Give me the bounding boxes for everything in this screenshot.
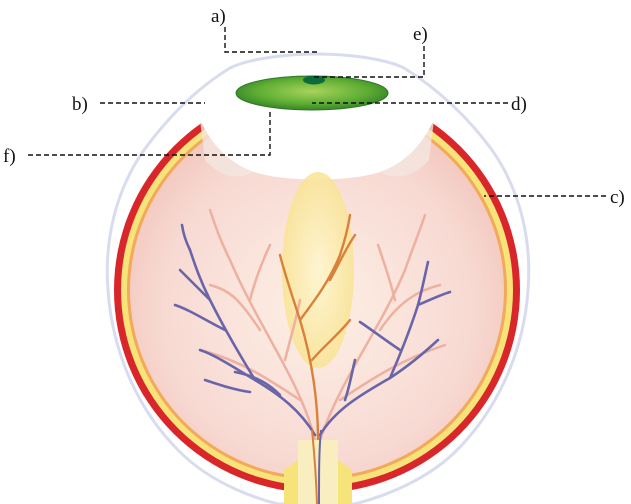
label-b: b) xyxy=(72,94,88,115)
lens xyxy=(282,172,354,368)
label-a: a) xyxy=(211,6,226,27)
label-e: e) xyxy=(413,24,428,45)
label-c: c) xyxy=(610,187,625,208)
iris-group xyxy=(236,76,388,111)
leader-a xyxy=(225,27,317,52)
label-d: d) xyxy=(511,94,527,115)
label-f: f) xyxy=(3,146,16,167)
